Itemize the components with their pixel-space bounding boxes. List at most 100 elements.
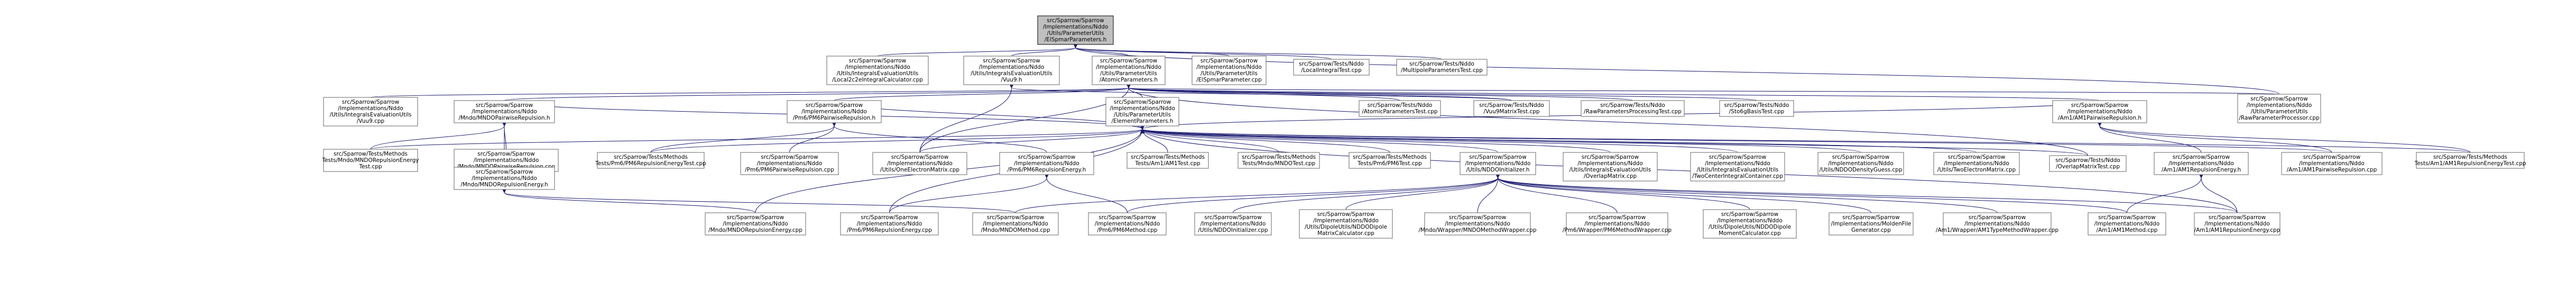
node-label-line: src/Sparrow/Sparrow [1317,211,1375,218]
node-label-line: src/Sparrow/Sparrow [1589,214,1646,221]
node-locint[interactable]: src/Sparrow/Tests/Nddo/LocalIntegralTest… [1293,59,1370,76]
edge-am1parcpp-to-am1parh [2097,121,2332,153]
edge-locint-to-root [1073,43,1332,60]
node-label-line: src/Sparrow/Sparrow [1832,154,1890,160]
node-box [597,152,705,169]
node-onecenter[interactable]: src/Sparrow/Sparrow/Implementations/Nddo… [872,152,967,175]
node-elspmarcpp[interactable]: src/Sparrow/Sparrow/Implementations/Nddo… [1192,56,1267,85]
node-box [2154,152,2249,175]
edge-dipolecalc-to-nddoinith [1345,173,1501,210]
node-label-line: /Sto6gBasisTest.cpp [1729,109,1785,115]
node-box [999,152,1094,175]
node-box [1566,212,1668,236]
node-mndorepcpp[interactable]: src/Sparrow/Sparrow/Implementations/Nddo… [705,212,806,236]
node-element[interactable]: src/Sparrow/Sparrow/Implementations/Nddo… [1105,97,1179,127]
edge-vuu-to-root [1011,43,1078,57]
node-mndoparh[interactable]: src/Sparrow/Sparrow/Implementations/Nddo… [454,100,555,123]
node-twocenter[interactable]: src/Sparrow/Sparrow/Implementations/Nddo… [1690,152,1785,182]
node-label-line: src/Sparrow/Sparrow [1842,214,1900,221]
node-am1parcpp[interactable]: src/Sparrow/Sparrow/Implementations/Nddo… [2281,152,2383,175]
node-sto6g[interactable]: src/Sparrow/Tests/Nddo/Sto6gBasisTest.cp… [1719,100,1794,117]
node-tam1ene[interactable]: src/Sparrow/Tests/MethodsTests/Am1/AM1Re… [2414,152,2526,169]
node-moldengen[interactable]: src/Sparrow/Sparrow/Implementations/Mold… [1829,212,1914,236]
node-box [323,97,418,127]
node-box [1690,152,1785,182]
node-label-line: src/Sparrow/Tests/Nddo [1600,102,1665,109]
node-atomtest[interactable]: src/Sparrow/Tests/Nddo/AtomicParametersT… [1359,100,1441,117]
node-vuu9test[interactable]: src/Sparrow/Tests/Nddo/Vuu9MatrixTest.cp… [1473,100,1550,117]
node-box [1563,152,1658,182]
node-box [323,149,418,172]
node-am1method[interactable]: src/Sparrow/Sparrow/Implementations/Nddo… [2088,212,2166,236]
node-label-line: /OverlapMatrix.cpp [1584,173,1637,179]
edge-mndoparcpp-to-mndoparh [502,121,507,150]
node-label-line: /Pm6/PM6RepulsionEnergy.cpp [847,227,932,233]
node-atomic[interactable]: src/Sparrow/Sparrow/Implementations/Nddo… [1092,56,1166,85]
edge-am1repcpp-to-am1repeh [2199,173,2238,213]
node-label-line: src/Sparrow/Sparrow [2209,214,2266,221]
node-label-line: /Utils/DipoleUtils/NDDODipole [1709,224,1791,230]
node-tmndoene[interactable]: src/Sparrow/Tests/MethodsTests/Mndo/MNDO… [321,149,419,172]
node-root[interactable]: src/Sparrow/Sparrow/Implementations/Nddo… [1037,15,1114,45]
node-rawtest[interactable]: src/Sparrow/Tests/Nddo/RawParametersProc… [1581,100,1685,117]
node-label-line: src/Sparrow/Sparrow [987,214,1045,221]
node-label-line: src/Sparrow/Sparrow [1114,99,1171,105]
node-tmndo[interactable]: src/Sparrow/Tests/MethodsTests/Mndo/MNDO… [1238,152,1320,169]
node-label-line: src/Sparrow/Sparrow [2071,102,2129,109]
node-am1repcpp[interactable]: src/Sparrow/Sparrow/Implementations/Nddo… [2194,212,2280,236]
node-pm6method[interactable]: src/Sparrow/Sparrow/Implementations/Nddo… [1088,212,1167,236]
node-nddoinith[interactable]: src/Sparrow/Sparrow/Implementations/Nddo… [1460,152,1536,175]
edge-pm6repcpp-to-pm6repeh [889,173,1049,213]
node-label-line: /Implementations/Nddo [2299,160,2365,167]
node-dipolemom[interactable]: src/Sparrow/Sparrow/Implementations/Nddo… [1703,209,1797,239]
node-tpm6[interactable]: src/Sparrow/Tests/MethodsTests/Pm6/PM6Te… [1349,152,1431,169]
node-box [705,212,806,236]
node-pm6wrap[interactable]: src/Sparrow/Sparrow/Implementations/Nddo… [1563,212,1672,236]
node-tpm6ene[interactable]: src/Sparrow/Tests/MethodsTests/Pm6/PM6Re… [595,152,706,169]
node-box [1037,15,1114,45]
node-am1parh[interactable]: src/Sparrow/Sparrow/Implementations/Nddo… [2052,100,2147,123]
node-pm6parcpp[interactable]: src/Sparrow/Sparrow/Implementations/Nddo… [740,152,839,175]
node-pm6repeh[interactable]: src/Sparrow/Sparrow/Implementations/Nddo… [999,152,1094,175]
edge-atomic-to-root [1073,43,1129,57]
node-dipolecalc[interactable]: src/Sparrow/Sparrow/Implementations/Nddo… [1299,209,1393,239]
node-twoelec[interactable]: src/Sparrow/Sparrow/Implementations/Nddo… [1933,152,2020,175]
node-rawproc[interactable]: src/Sparrow/Sparrow/Implementations/Nddo… [2237,94,2321,123]
node-box [1192,56,1267,85]
node-label-line: /Implementations/Nddo [1717,218,1783,224]
node-overlaptest[interactable]: src/Sparrow/Tests/Nddo/OverlapMatrixTest… [2049,155,2127,172]
node-label-line: src/Sparrow/Tests/Methods [1242,154,1316,160]
node-label-line: /Am1/AM1Method.cpp [2097,227,2158,233]
node-label-line: /LocalIntegralTest.cpp [1301,67,1362,74]
node-am1wrap[interactable]: src/Sparrow/Sparrow/Implementations/Nddo… [1936,212,2058,236]
node-box [1092,56,1166,85]
node-am1repeh[interactable]: src/Sparrow/Sparrow/Implementations/Nddo… [2154,152,2249,175]
node-box [1359,100,1441,117]
node-pm6parh[interactable]: src/Sparrow/Sparrow/Implementations/Nddo… [787,100,882,123]
node-nddoinitcpp[interactable]: src/Sparrow/Sparrow/Implementations/Nddo… [1194,212,1272,236]
node-label-line: /Vuu9.cpp [357,118,385,124]
node-vuu[interactable]: src/Sparrow/Sparrow/Implementations/Nddo… [963,56,1060,85]
node-density[interactable]: src/Sparrow/Sparrow/Implementations/Nddo… [1817,152,1904,175]
node-multparam[interactable]: src/Sparrow/Tests/Nddo/MultipoleParamete… [1396,59,1488,76]
node-mndorepeh[interactable]: src/Sparrow/Sparrow/Implementations/Nddo… [454,167,555,190]
node-label-line: /Implementations/Nddo [1096,64,1161,70]
node-label-line: /Implementations/Nddo [2094,221,2160,227]
node-overlapcpp[interactable]: src/Sparrow/Sparrow/Implementations/Nddo… [1563,152,1658,182]
node-box [1238,152,1320,169]
node-tam1[interactable]: src/Sparrow/Tests/MethodsTests/Am1/AM1Te… [1127,152,1209,169]
edge-pm6wrap-to-nddoinith [1495,173,1618,213]
node-label-line: /Implementations/Nddo [1201,221,1266,227]
node-label-line: src/Sparrow/Tests/Nddo [1479,102,1544,109]
node-label-line: /Implementations/Nddo [1196,64,1262,70]
node-label-line: Tests/Am1/AM1Test.cpp [1134,160,1201,167]
node-pm6repcpp[interactable]: src/Sparrow/Sparrow/Implementations/Nddo… [840,212,939,236]
node-vuu9cpp[interactable]: src/Sparrow/Sparrow/Implementations/Nddo… [323,97,418,127]
node-mndowrap[interactable]: src/Sparrow/Sparrow/Implementations/Nddo… [1418,212,1537,236]
node-box [972,212,1059,236]
node-loc2c[interactable]: src/Sparrow/Sparrow/Implementations/Nddo… [826,56,929,85]
node-label-line: /Implementations/Nddo [2204,221,2270,227]
node-label-line: /Utils/NDDOInitializer.h [1466,167,1530,173]
node-mndomethod[interactable]: src/Sparrow/Sparrow/Implementations/Nddo… [972,212,1059,236]
node-box [963,56,1060,85]
